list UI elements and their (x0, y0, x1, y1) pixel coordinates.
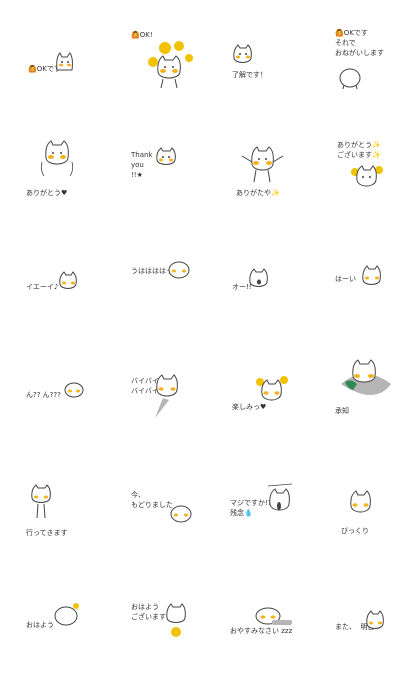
cat-excited-icon (256, 376, 288, 401)
sticker-ryokai[interactable]: 了解です！ (210, 0, 315, 112)
sticker-oyasumi[interactable]: おやすみなさい zzz (210, 560, 315, 672)
sticker-tanoshimi[interactable]: 楽しみっ♥ (210, 336, 315, 448)
cat-shock-icon (267, 483, 293, 511)
sticker-label: 楽しみっ♥ (232, 403, 267, 411)
sticker-majidesuka[interactable]: マジですか!? 残念💧 (210, 448, 315, 560)
sticker-haai[interactable]: はーい (315, 224, 420, 336)
sticker-label: はーい (335, 275, 356, 283)
sticker-arigatou-fuwa[interactable]: ありがとう♥ (0, 112, 105, 224)
cat-float-icon (40, 140, 74, 177)
sticker-byebye[interactable]: バイバイ バイバイ (105, 336, 210, 448)
sticker-label: ん?? ん??? (26, 391, 61, 399)
sticker-ohayo-gozaimasu[interactable]: おはよう ございます (105, 560, 210, 672)
sticker-label: 🙆OKです (28, 65, 61, 73)
cat-return-icon (170, 505, 192, 523)
sticker-label: おはよう ございます (131, 603, 166, 621)
sticker-ok[interactable]: 🙆OK! (105, 0, 210, 112)
sticker-label: 了解です！ (232, 71, 267, 79)
cat-happy-icon (59, 271, 77, 289)
sticker-mata-ashita[interactable]: また、 明日★ (315, 560, 420, 672)
cat-surprise-icon (350, 490, 371, 513)
sticker-ieei[interactable]: イエーイ♪ (0, 224, 105, 336)
cat-laugh-icon (168, 261, 190, 279)
cat-salute-icon (233, 44, 252, 63)
cat-morning-icon (54, 603, 79, 626)
sticker-label: 行ってきます (26, 529, 68, 537)
cat-greet-icon (166, 603, 186, 637)
sticker-label: おやすみなさい zzz (230, 627, 293, 635)
sticker-uhahaha[interactable]: うははははっ (105, 224, 210, 336)
cat-bow-icon (339, 68, 361, 90)
sticker-shouchi[interactable]: 承知 (315, 336, 420, 448)
cat-wave-icon (156, 147, 176, 165)
sticker-label: マジですか!? 残念💧 (230, 499, 272, 517)
sticker-onegai[interactable]: 🙆OKです それで おねがいします (315, 0, 420, 112)
sticker-oo[interactable]: オー!! (210, 224, 315, 336)
cat-sparkle-icon (351, 165, 383, 187)
cat-pray-icon (241, 146, 284, 183)
cat-bye-icon (155, 374, 178, 418)
sticker-label: 今、 もどりました (131, 491, 173, 509)
sticker-label: イエーイ♪ (26, 283, 59, 291)
sticker-modorimashita[interactable]: 今、 もどりました (105, 448, 210, 560)
sticker-arigataya[interactable]: ありがたや✨ (210, 112, 315, 224)
cat-sleep-icon (255, 607, 292, 625)
sticker-label: ありがたや✨ (236, 189, 280, 197)
cat-peek-icon (56, 52, 73, 71)
sticker-label: びっくり (341, 527, 369, 535)
sticker-label: ありがとう♥ (26, 189, 68, 197)
sticker-label: 🙆OK! (131, 31, 153, 39)
sticker-thank-you[interactable]: Thank you !!★ (105, 112, 210, 224)
sticker-ittekimasu[interactable]: 行ってきます (0, 448, 105, 560)
sticker-bikkuri[interactable]: びっくり (315, 448, 420, 560)
cat-walk-icon (31, 484, 51, 519)
sticker-ok-desu[interactable]: 🙆OKです (0, 0, 105, 112)
sticker-label: バイバイ バイバイ (131, 377, 159, 395)
cat-bye-tomorrow-icon (366, 610, 384, 629)
cat-question-icon (64, 382, 84, 398)
sticker-label: ありがとう✨ ございます✨ (337, 141, 381, 159)
sticker-label: 🙆OKです それで おねがいします (335, 29, 384, 57)
cat-samurai-icon (341, 359, 391, 395)
cat-cheer-icon (157, 55, 181, 89)
sticker-ohayo[interactable]: おはよう (0, 560, 105, 672)
sticker-arigatou-gozaimasu[interactable]: ありがとう✨ ございます✨ (315, 112, 420, 224)
sticker-label: オー!! (232, 283, 252, 291)
sticker-label: うははははっ (131, 267, 173, 275)
sticker-label: Thank you !!★ (131, 151, 153, 179)
sticker-label: 承知 (335, 407, 349, 415)
sparkle-bubbles-icon (148, 41, 193, 67)
sticker-label: おはよう (26, 621, 54, 629)
cat-amazed-icon (249, 268, 268, 287)
cat-raise-hand-icon (362, 265, 381, 285)
sticker-n[interactable]: ん?? ん??? (0, 336, 105, 448)
